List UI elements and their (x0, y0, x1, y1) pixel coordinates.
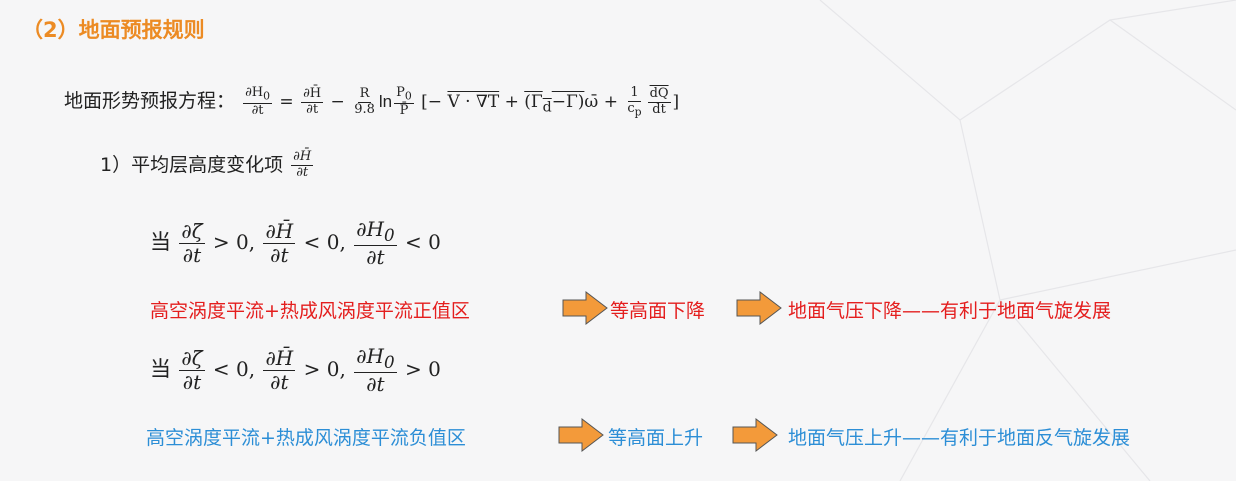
case1-condition: 当 ∂ζ̄∂t > 0, ∂H̄∂t < 0, ∂H0∂t < 0 (150, 217, 441, 270)
case1-step3: 地面气压下降——有利于地面气旋发展 (788, 300, 1112, 322)
case2-step3: 地面气压上升——有利于地面反气旋发展 (788, 427, 1131, 449)
case1-step1: 高空涡度平流+热成风涡度平流正值区 (150, 300, 470, 322)
arrow-right-icon (558, 418, 604, 452)
mean-layer-height-term: 1）平均层高度变化项 ∂H̄∂t (100, 149, 315, 181)
arrow-right-icon (732, 418, 778, 452)
case2-condition: 当 ∂ζ̄∂t < 0, ∂H̄∂t > 0, ∂H0∂t > 0 (150, 344, 441, 397)
ln-symbol: ln (378, 92, 393, 111)
case1-step2: 等高面下降 (610, 300, 706, 322)
equation-label: 地面形势预报方程： (64, 90, 236, 112)
subtitle-fraction: ∂H̄∂t (291, 149, 314, 180)
arrow-right-icon (562, 291, 608, 325)
case2-step2: 等高面上升 (608, 427, 704, 449)
section-title: （2）地面预报规则 (22, 18, 205, 42)
arrow-right-icon (736, 291, 782, 325)
case2-step1: 高空涡度平流+热成风涡度平流负值区 (146, 427, 466, 449)
subtitle-label: 1）平均层高度变化项 (100, 154, 284, 176)
